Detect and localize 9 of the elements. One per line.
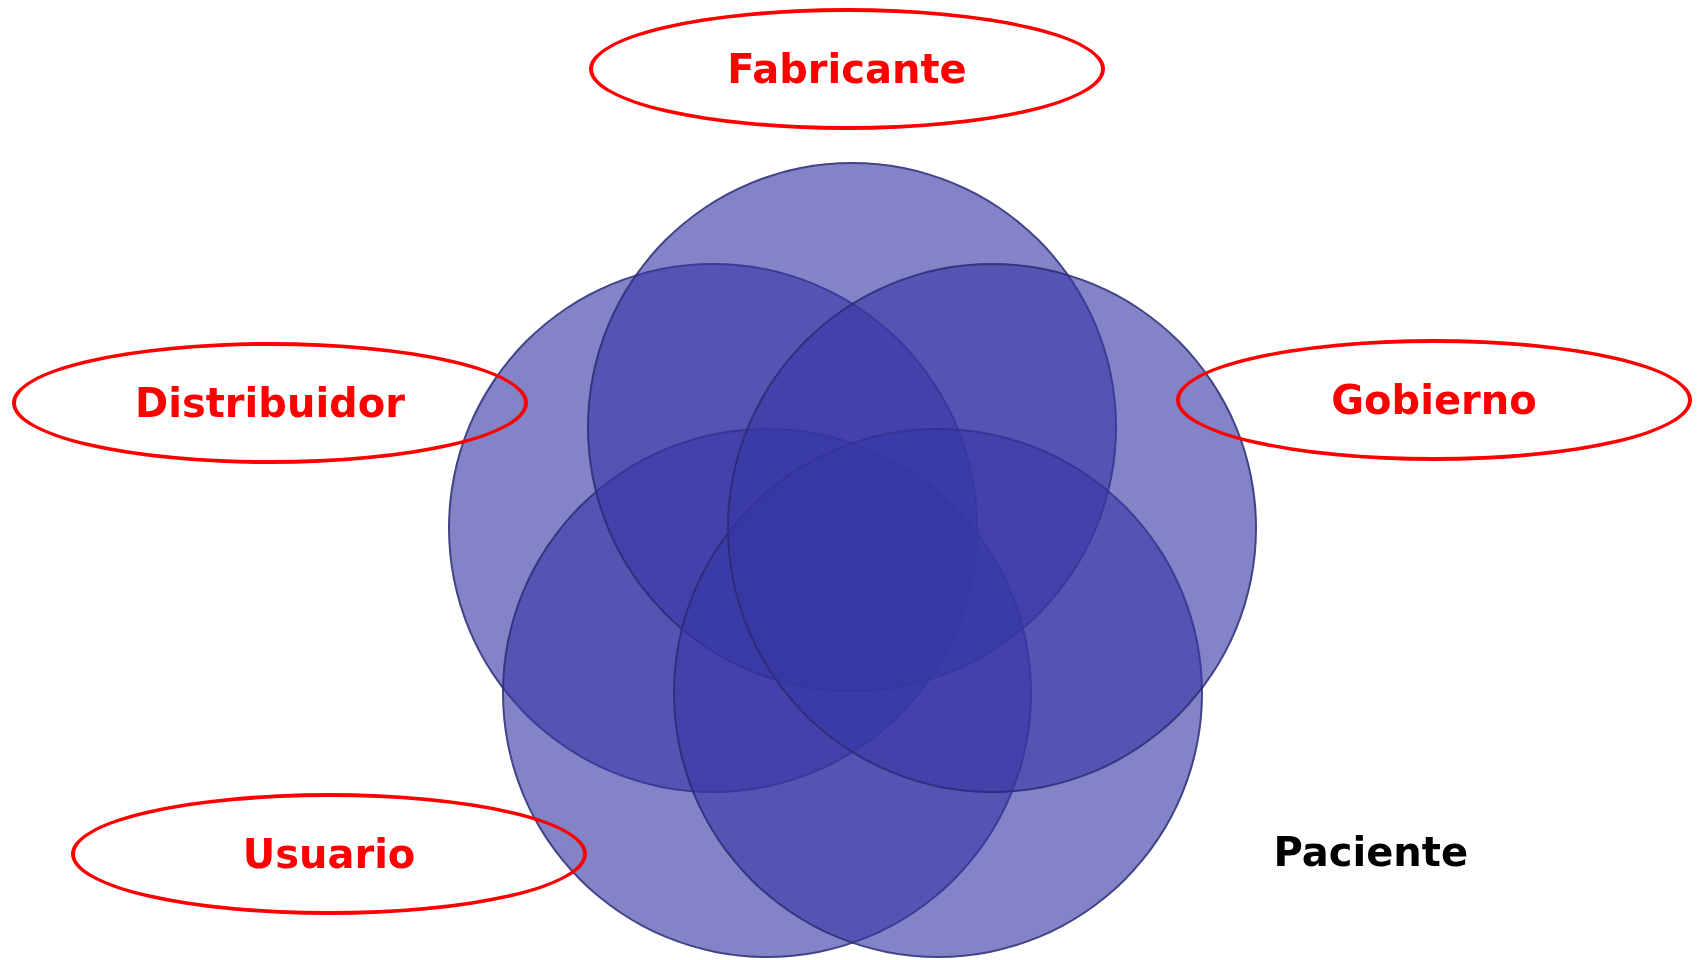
ellipse-node bbox=[1176, 339, 1692, 461]
node-label: Usuario bbox=[242, 831, 416, 877]
ellipse-node bbox=[12, 342, 528, 464]
node-label: Distribuidor bbox=[135, 380, 405, 426]
ellipse-node bbox=[589, 8, 1105, 130]
text-label: Paciente bbox=[1273, 829, 1468, 875]
node-label: Gobierno bbox=[1331, 377, 1537, 423]
node-label: Fabricante bbox=[727, 46, 967, 92]
ellipse-node bbox=[71, 793, 587, 915]
